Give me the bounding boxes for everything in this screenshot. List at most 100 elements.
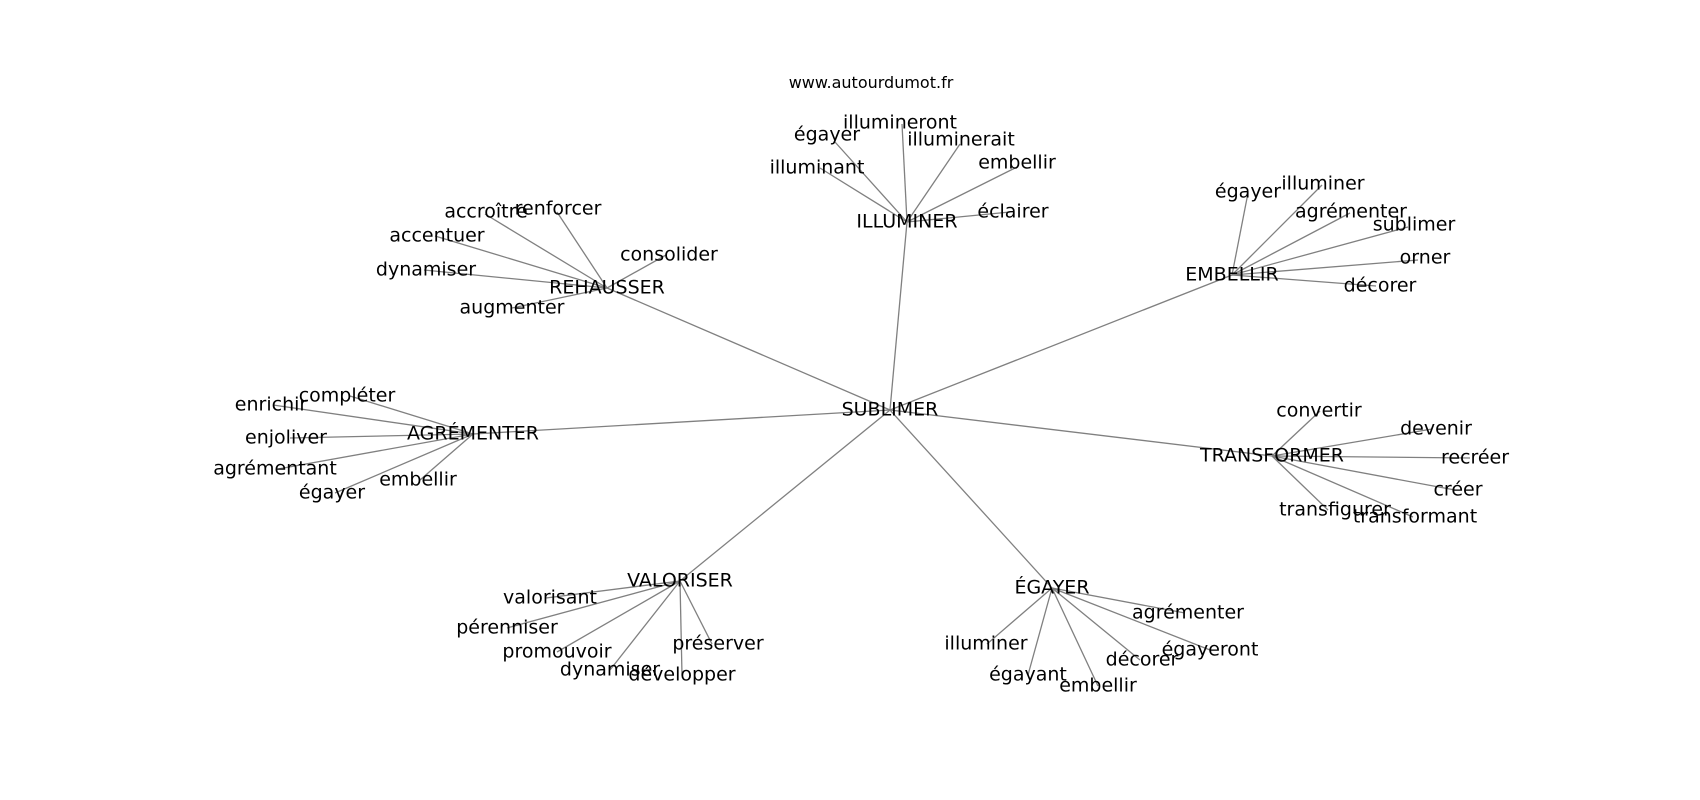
leaf-node-egayer-illuminer: illuminer bbox=[944, 633, 1027, 655]
leaf-node-agrementer-completer: compléter bbox=[299, 385, 396, 407]
edge-center-agrementer bbox=[472, 409, 891, 435]
edge-center-transformer bbox=[889, 409, 1273, 457]
leaf-node-valoriser-dynamiser: dynamiser bbox=[560, 659, 660, 681]
edge-egayer-embellir bbox=[1051, 587, 1099, 687]
leaf-node-valoriser-valorisant: valorisant bbox=[503, 587, 597, 609]
edge-center-rehausser bbox=[606, 287, 891, 411]
hub-node-egayer: ÉGAYER bbox=[1014, 576, 1089, 599]
edge-agrementer-embellir bbox=[419, 433, 474, 481]
leaf-node-illuminer-egayer: égayer bbox=[794, 124, 860, 146]
leaf-node-rehausser-accentuer: accentuer bbox=[389, 225, 484, 247]
hub-node-embellir: EMBELLIR bbox=[1185, 264, 1278, 286]
hub-node-valoriser: VALORISER bbox=[627, 570, 733, 592]
leaf-node-transformer-transfigurer: transfigurer bbox=[1279, 499, 1391, 521]
edge-agrementer-enrichir bbox=[272, 404, 474, 435]
edge-embellir-illuminer bbox=[1231, 184, 1323, 276]
leaf-node-illuminer-illuminerait: illuminerait bbox=[907, 129, 1015, 151]
edge-transformer-devenir bbox=[1271, 428, 1433, 457]
leaf-node-transformer-transformant: transformant bbox=[1353, 506, 1477, 528]
edge-illuminer-illumineront bbox=[901, 123, 908, 223]
leaf-node-valoriser-preserver: préserver bbox=[672, 633, 763, 655]
edge-transformer-convertir bbox=[1271, 410, 1321, 457]
edge-embellir-sublimer bbox=[1231, 226, 1409, 276]
edge-embellir-decorer bbox=[1231, 274, 1377, 287]
edge-agrementer-enjoliver bbox=[289, 433, 474, 439]
leaf-node-agrementer-egayer: égayer bbox=[299, 482, 365, 504]
leaf-node-egayer-egayant: égayant bbox=[989, 664, 1067, 686]
edge-illuminer-eclairer bbox=[906, 211, 1011, 223]
center-node: SUBLIMER bbox=[842, 399, 939, 421]
leaf-node-illuminer-embellir: embellir bbox=[978, 152, 1056, 174]
leaf-node-embellir-egayer: égayer bbox=[1215, 181, 1281, 203]
leaf-node-embellir-sublimer: sublimer bbox=[1373, 214, 1456, 236]
edge-egayer-illuminer bbox=[986, 587, 1053, 645]
leaf-node-transformer-convertir: convertir bbox=[1276, 400, 1362, 422]
edge-valoriser-perenniser bbox=[506, 580, 681, 629]
edge-valoriser-valorisant bbox=[545, 580, 681, 599]
edge-valoriser-promouvoir bbox=[556, 580, 681, 653]
hub-node-rehausser: REHAUSSER bbox=[549, 277, 665, 299]
edge-valoriser-developper bbox=[679, 580, 683, 676]
leaf-node-rehausser-accroitre: accroître bbox=[444, 201, 527, 223]
leaf-node-egayer-agrementer: agrémenter bbox=[1132, 602, 1244, 624]
leaf-node-rehausser-augmenter: augmenter bbox=[460, 297, 565, 319]
edge-transformer-transfigurer bbox=[1271, 455, 1329, 511]
edge-rehausser-accentuer bbox=[434, 235, 608, 289]
leaf-node-agrementer-enrichir: enrichir bbox=[235, 394, 308, 416]
edge-embellir-agrementer bbox=[1231, 212, 1351, 276]
site-watermark: www.autourdumot.fr bbox=[789, 73, 954, 92]
edge-rehausser-consolider bbox=[606, 254, 667, 289]
edge-embellir-orner bbox=[1231, 259, 1419, 276]
edge-rehausser-dynamiser bbox=[423, 269, 608, 289]
leaf-node-transformer-devenir: devenir bbox=[1400, 418, 1472, 440]
leaf-node-agrementer-enjoliver: enjoliver bbox=[245, 427, 327, 449]
edge-center-valoriser bbox=[679, 409, 891, 582]
edge-center-embellir bbox=[889, 274, 1233, 411]
edge-center-illuminer bbox=[889, 221, 908, 411]
edge-agrementer-completer bbox=[349, 395, 474, 435]
edge-egayer-egayant bbox=[1027, 587, 1053, 676]
leaf-node-embellir-agrementer: agrémenter bbox=[1295, 201, 1407, 223]
edge-center-egayer bbox=[889, 409, 1053, 589]
leaf-node-egayer-embellir: embellir bbox=[1059, 675, 1137, 697]
edge-egayer-egayeront bbox=[1051, 587, 1211, 651]
leaf-node-valoriser-promouvoir: promouvoir bbox=[502, 641, 611, 663]
edge-illuminer-egayer bbox=[834, 141, 908, 223]
edge-egayer-agrementer bbox=[1051, 587, 1186, 614]
leaf-node-illuminer-illumineront: illumineront bbox=[843, 112, 957, 134]
edge-transformer-recreer bbox=[1271, 455, 1471, 459]
edge-illuminer-illuminerait bbox=[906, 143, 961, 223]
edge-embellir-egayer bbox=[1231, 192, 1249, 276]
leaf-node-rehausser-consolider: consolider bbox=[620, 244, 718, 266]
leaf-node-embellir-orner: orner bbox=[1400, 247, 1451, 269]
hub-node-agrementer: AGRÉMENTER bbox=[407, 422, 539, 445]
hub-node-transformer: TRANSFORMER bbox=[1199, 445, 1344, 467]
leaf-node-egayer-egayeront: égayeront bbox=[1162, 639, 1259, 661]
leaf-node-valoriser-developper: développer bbox=[628, 664, 735, 686]
edge-valoriser-preserver bbox=[679, 580, 713, 645]
edge-illuminer-illuminant bbox=[819, 167, 908, 223]
hub-node-illuminer: ILLUMINER bbox=[856, 211, 957, 233]
leaf-node-valoriser-perenniser: pérenniser bbox=[456, 617, 558, 639]
edge-transformer-transformant bbox=[1271, 455, 1414, 518]
leaf-node-egayer-decorer: décorer bbox=[1106, 649, 1179, 671]
edge-transformer-creer bbox=[1271, 455, 1456, 491]
leaf-node-transformer-creer: créer bbox=[1433, 479, 1482, 501]
node-labels: égayerilluminerontillumineraitembelliril… bbox=[213, 112, 1509, 697]
leaf-node-agrementer-embellir: embellir bbox=[379, 469, 457, 491]
leaf-node-embellir-decorer: décorer bbox=[1344, 275, 1417, 297]
edge-egayer-decorer bbox=[1051, 587, 1141, 661]
edge-illuminer-embellir bbox=[906, 167, 1016, 223]
leaf-node-transformer-recreer: recréer bbox=[1441, 447, 1509, 469]
edge-rehausser-accroitre bbox=[484, 213, 608, 289]
edge-agrementer-agrementant bbox=[277, 433, 474, 470]
edge-valoriser-dynamiser bbox=[609, 580, 681, 671]
edge-rehausser-augmenter bbox=[511, 287, 608, 309]
leaf-node-illuminer-eclairer: éclairer bbox=[977, 201, 1048, 223]
leaf-node-rehausser-renforcer: renforcer bbox=[515, 198, 602, 220]
edge-agrementer-egayer bbox=[334, 433, 474, 494]
leaf-node-illuminer-illuminant: illuminant bbox=[770, 157, 865, 179]
edges bbox=[272, 123, 1471, 687]
edge-rehausser-renforcer bbox=[556, 211, 608, 289]
